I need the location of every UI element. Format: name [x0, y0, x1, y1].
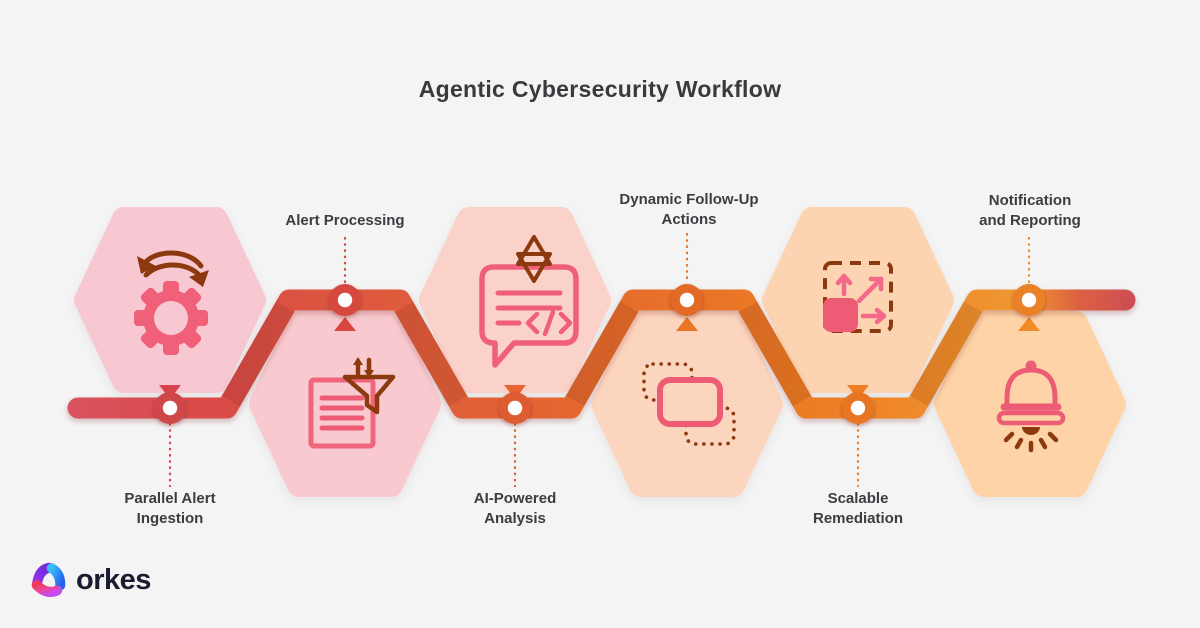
node-step-2 [329, 284, 361, 316]
timeline-nodes [154, 284, 1045, 424]
arrow-step-6 [1018, 317, 1040, 331]
step-label-line: Analysis [484, 510, 546, 527]
step-label-parallel-alert-ingestion: Parallel Alert Ingestion [60, 489, 280, 529]
step-label-line: Alert Processing [285, 212, 405, 229]
orkes-logo-text: orkes [76, 563, 151, 596]
arrow-step-4 [676, 317, 698, 331]
spark-icon [516, 235, 552, 283]
arrow-step-2 [334, 317, 356, 331]
ribbon-fold-shading [221, 301, 983, 407]
scale-out-icon [823, 261, 893, 333]
step-label-scalable-remediation: Scalable Remediation [748, 489, 968, 529]
alert-bell-icon [996, 360, 1066, 453]
node-step-3 [499, 392, 531, 424]
step-label-line: AI-Powered [473, 490, 557, 507]
chat-code-icon [479, 235, 579, 368]
step-label-line: Parallel Alert [124, 490, 216, 507]
page-title: Agentic Cybersecurity Workflow [418, 76, 782, 102]
leader-lines [168, 232, 1031, 488]
step-label-line: Notification [988, 192, 1072, 209]
step-label-line: Actions [661, 211, 717, 228]
step-label-line: Dynamic Follow-Up [619, 191, 759, 208]
step-label-dynamic-follow-up-actions: Dynamic Follow-Up Actions [579, 190, 799, 230]
step-label-line: Remediation [812, 510, 903, 527]
code-glyph [525, 309, 573, 337]
step-label-line: Ingestion [136, 510, 204, 527]
node-step-1 [154, 392, 186, 424]
step-label-alert-processing: Alert Processing [235, 211, 455, 231]
linked-tasks-icon [642, 362, 736, 446]
ribbon-path [67, 289, 1136, 419]
step-label-line: Scalable [827, 490, 889, 507]
document-filter-icon [308, 357, 396, 449]
workflow-ribbon [67, 289, 1136, 419]
orkes-logo: orkes [28, 560, 151, 600]
node-step-4 [671, 284, 703, 316]
step-label-line: and Reporting [979, 212, 1081, 229]
node-step-6 [1013, 284, 1045, 316]
sync-gear-icon [134, 250, 209, 355]
step-label-notification-and-reporting: Notification and Reporting [920, 191, 1140, 231]
step-label-ai-powered-analysis: AI-Powered Analysis [405, 489, 625, 529]
orkes-logo-mark [31, 562, 66, 597]
node-step-5 [842, 392, 874, 424]
